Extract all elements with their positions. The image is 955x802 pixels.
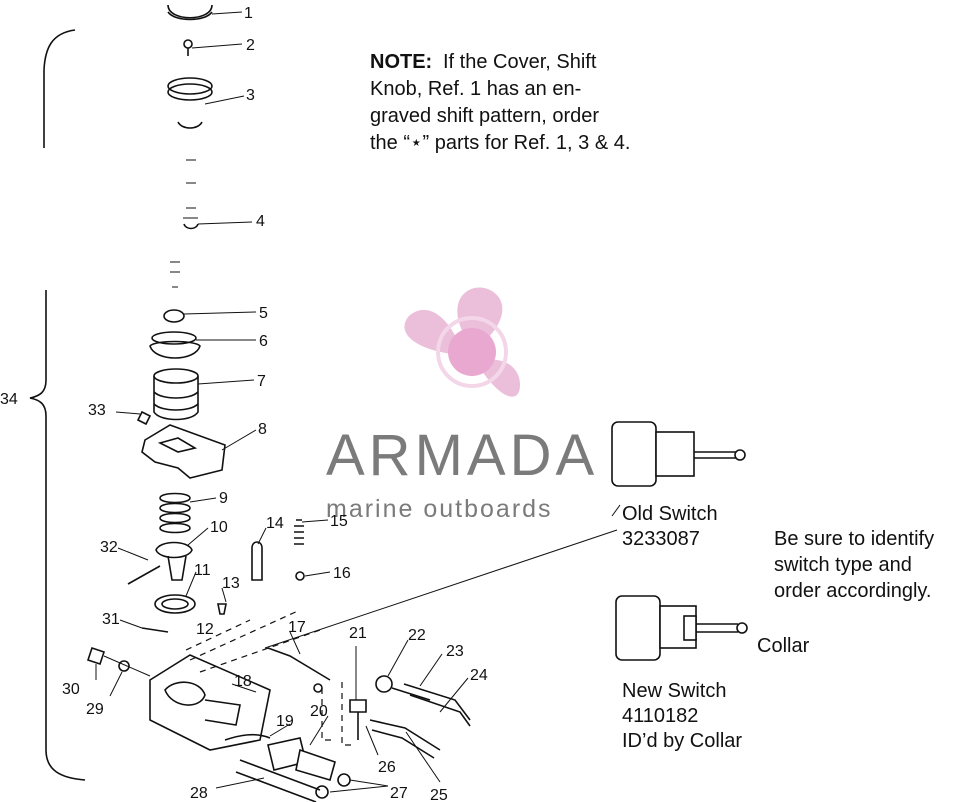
note-label: NOTE:	[370, 51, 432, 73]
ref-33: 33	[88, 402, 106, 419]
ref-16: 16	[333, 565, 351, 582]
new-switch-note: ID’d by Collar	[622, 730, 742, 752]
identify-line-3: order accordingly.	[774, 580, 931, 602]
note-line-2: Knob, Ref. 1 has an en-	[370, 78, 581, 100]
brace-34	[29, 290, 86, 781]
ref-7: 7	[257, 373, 266, 390]
ref-25: 25	[430, 787, 448, 802]
note-block: NOTE: If the Cover, Shift Knob, Ref. 1 h…	[370, 51, 630, 154]
ref-10: 10	[210, 519, 228, 536]
new-switch-label: New Switch	[622, 680, 726, 702]
note-line-3: graved shift pattern, order	[370, 105, 599, 127]
watermark-tagline: marine outboards	[326, 495, 553, 523]
reference-numbers: 1 2 3 4 5 6 7 8 9 10 11 13 12 14 15 16 1…	[0, 5, 488, 802]
ref-20: 20	[310, 703, 328, 720]
ref-11: 11	[194, 562, 211, 579]
ref-31: 31	[102, 611, 120, 628]
collar-label: Collar	[757, 635, 810, 657]
ref-5: 5	[259, 305, 268, 322]
ref-3: 3	[246, 87, 255, 104]
old-switch-drawing	[611, 421, 746, 487]
ref-9: 9	[219, 490, 228, 507]
ref-21: 21	[349, 625, 367, 642]
identify-line-1: Be sure to identify	[774, 528, 934, 550]
leader-lines	[95, 11, 621, 793]
ref-27: 27	[390, 785, 408, 802]
ref-32: 32	[100, 539, 118, 556]
ref-28: 28	[190, 785, 208, 802]
armada-logo-icon	[404, 287, 520, 397]
ref-15: 15	[330, 513, 348, 530]
ref-34: 34	[0, 391, 18, 408]
ref-14: 14	[266, 515, 284, 532]
new-switch-drawing	[615, 595, 748, 661]
identify-line-2: switch type and	[774, 554, 912, 576]
ref-18: 18	[234, 673, 252, 690]
ref-30: 30	[62, 681, 80, 698]
ref-17: 17	[288, 619, 306, 636]
ref-1: 1	[244, 5, 253, 22]
ref-29: 29	[86, 701, 104, 718]
watermark-brand: ARMADA	[326, 423, 598, 488]
old-switch-label: Old Switch	[622, 503, 718, 525]
ref-4: 4	[256, 213, 265, 230]
ref-26: 26	[378, 759, 396, 776]
stack-parts	[86, 4, 618, 802]
ref-13: 13	[222, 575, 240, 592]
ref-2: 2	[246, 37, 255, 54]
ref-22: 22	[408, 627, 426, 644]
note-line-4: the “⋆” parts for Ref. 1, 3 & 4.	[370, 132, 630, 154]
ref-19: 19	[276, 713, 294, 730]
brace-top	[43, 29, 76, 148]
ref-12: 12	[196, 621, 214, 638]
ref-23: 23	[446, 643, 464, 660]
ref-24: 24	[470, 667, 488, 684]
new-switch-part-number: 4110182	[622, 705, 698, 727]
note-line-1: If the Cover, Shift	[443, 51, 597, 73]
ref-6: 6	[259, 333, 268, 350]
ref-8: 8	[258, 421, 267, 438]
old-switch-part-number: 3233087	[622, 528, 700, 550]
